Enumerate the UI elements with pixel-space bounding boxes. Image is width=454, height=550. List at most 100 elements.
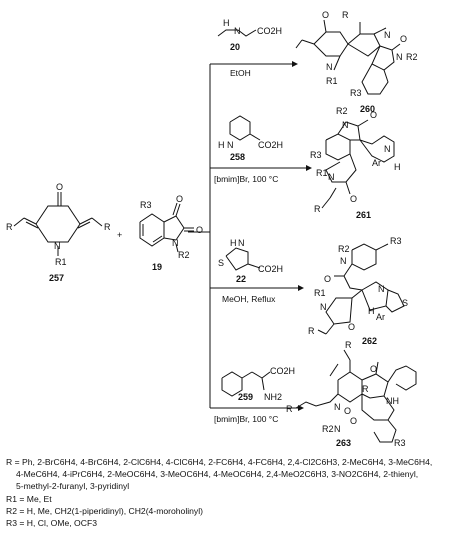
compound-19-structure (139, 202, 194, 253)
atom-o-263-lactam: O (350, 416, 357, 426)
atom-r2-261: R2 (336, 106, 348, 116)
atom-o-260: O (322, 10, 329, 20)
atom-n-262-ring: N (320, 302, 327, 312)
compound-label-263: 263 (336, 438, 351, 448)
atom-r-262: R (308, 326, 315, 336)
atom-h-262: H (368, 306, 375, 316)
reagent-22-structure (225, 247, 261, 271)
atom-o-261: O (350, 194, 357, 204)
atom-r2-263: R2 (322, 424, 334, 434)
atom-s-22: S (218, 258, 224, 268)
legend-r-line-3: 5-methyl-2-furanyl, 3-pyridinyl (16, 481, 130, 492)
atom-r-263: R (345, 340, 352, 350)
atom-r3-260: R3 (350, 88, 362, 98)
atom-n-263-ring: N (334, 402, 341, 412)
atom-n-262-thiazolidine: N (378, 284, 385, 294)
atom-n-261-indoline: N (342, 120, 349, 130)
atom-r-257-left: R (6, 222, 13, 232)
legend-r-line-1: R = Ph, 2-BrC6H4, 4-BrC6H4, 2-ClC6H4, 4-… (6, 457, 433, 467)
atom-o-19-right: O (196, 225, 203, 235)
atom-nh-263: NH (386, 396, 399, 406)
compound-label-22: 22 (236, 274, 246, 284)
atom-r1-262: R1 (314, 288, 326, 298)
atom-r3-19: R3 (140, 200, 152, 210)
legend-r-line-2: 4-MeC6H4, 4-iPrC6H4, 2-MeOC6H4, 3-MeOC6H… (16, 469, 419, 480)
compound-label-258: 258 (230, 152, 245, 162)
atom-r3-261: R3 (310, 150, 322, 160)
atom-n-260-indoline: N (396, 52, 403, 62)
compound-label-20: 20 (230, 42, 240, 52)
atom-r1-260: R1 (326, 76, 338, 86)
atom-ar-262: Ar (376, 312, 385, 322)
compound-257-structure (13, 192, 103, 256)
condition-261: [bmim]Br, 100 °C (214, 174, 278, 184)
atom-r2-19: R2 (178, 250, 190, 260)
compound-label-259: 259 (238, 392, 253, 402)
atom-o-257: O (56, 182, 63, 192)
arrow-to-263 (210, 405, 304, 411)
atom-n-261-ring: N (328, 172, 335, 182)
atom-o-19-top: O (176, 194, 183, 204)
atom-ar-261: Ar (372, 158, 381, 168)
atom-n-20: N (234, 26, 241, 36)
atom-r1-261: R1 (316, 168, 328, 178)
atom-h-20: H (223, 18, 230, 28)
atom-n-258: N (227, 140, 234, 150)
compound-263-structure (295, 349, 417, 443)
legend-r2: R2 = H, Me, CH2(1-piperidinyl), CH2(4-mo… (6, 505, 203, 516)
atom-h-261: H (394, 162, 401, 172)
atom-s-262: S (402, 298, 408, 308)
atom-r-263-inner: R (362, 384, 369, 394)
atom-n-261-piperidine: N (384, 144, 391, 154)
plus-sign: + (117, 230, 122, 240)
reagent-259-acid: CO2H (270, 366, 295, 376)
condition-263: [bmim]Br, 100 °C (214, 414, 278, 424)
reaction-scheme: O R R N R1 257 + R3 O O N R2 19 (6, 10, 418, 448)
compound-262-structure (317, 243, 405, 335)
legend-r3: R3 = H, Cl, OMe, OCF3 (6, 518, 97, 529)
compound-label-260: 260 (360, 104, 375, 114)
reagent-22-acid: CO2H (258, 264, 283, 274)
reagent-258-acid: CO2H (258, 140, 283, 150)
atom-n-263-indoline: N (334, 424, 341, 434)
compound-label-257: 257 (49, 273, 64, 283)
reagent-258-structure (229, 115, 261, 141)
atom-r3-262: R3 (390, 236, 402, 246)
atom-o-262: O (348, 322, 355, 332)
arrow-to-260 (210, 61, 298, 67)
atom-o-260-lactam: O (400, 34, 407, 44)
atom-n-22: N (238, 238, 245, 248)
arrow-to-262 (210, 285, 304, 291)
atom-n-260-piperidine: N (326, 62, 333, 72)
condition-262: MeOH, Reflux (222, 294, 276, 304)
atom-n-260-pyrrolidine: N (384, 30, 391, 40)
compound-261-structure (321, 119, 395, 209)
atom-h-22: H (230, 238, 237, 248)
reagent-20-acid: CO2H (257, 26, 282, 36)
atom-r3-263: R3 (394, 438, 406, 448)
reagent-20-structure (217, 29, 257, 37)
atom-r2-262: R2 (338, 244, 350, 254)
compound-260-structure (295, 19, 401, 95)
atom-r2-260: R2 (406, 52, 418, 62)
compound-label-19: 19 (152, 262, 162, 272)
atom-r-261: R (314, 204, 321, 214)
atom-n-19: N (172, 238, 179, 248)
reagent-259-amine: NH2 (264, 392, 282, 402)
atom-r-260: R (342, 10, 349, 20)
compound-label-261: 261 (356, 210, 371, 220)
atom-o-261-lactam: O (370, 110, 377, 120)
arrow-to-261 (210, 165, 312, 171)
atom-n-262-indoline: N (340, 256, 347, 266)
atom-n-257: N (54, 241, 61, 251)
atom-r-257-right: R (104, 222, 111, 232)
condition-260: EtOH (230, 68, 251, 78)
atom-o-263-ketone: O (344, 406, 351, 416)
atom-r1-257: R1 (55, 257, 67, 267)
atom-h-258: H (218, 140, 225, 150)
atom-o-263-top: O (370, 364, 377, 374)
compound-label-262: 262 (362, 336, 377, 346)
reagent-259-structure (221, 371, 271, 397)
atom-r-263-styryl: R (286, 404, 293, 414)
atom-o-262-lactam: O (324, 274, 331, 284)
